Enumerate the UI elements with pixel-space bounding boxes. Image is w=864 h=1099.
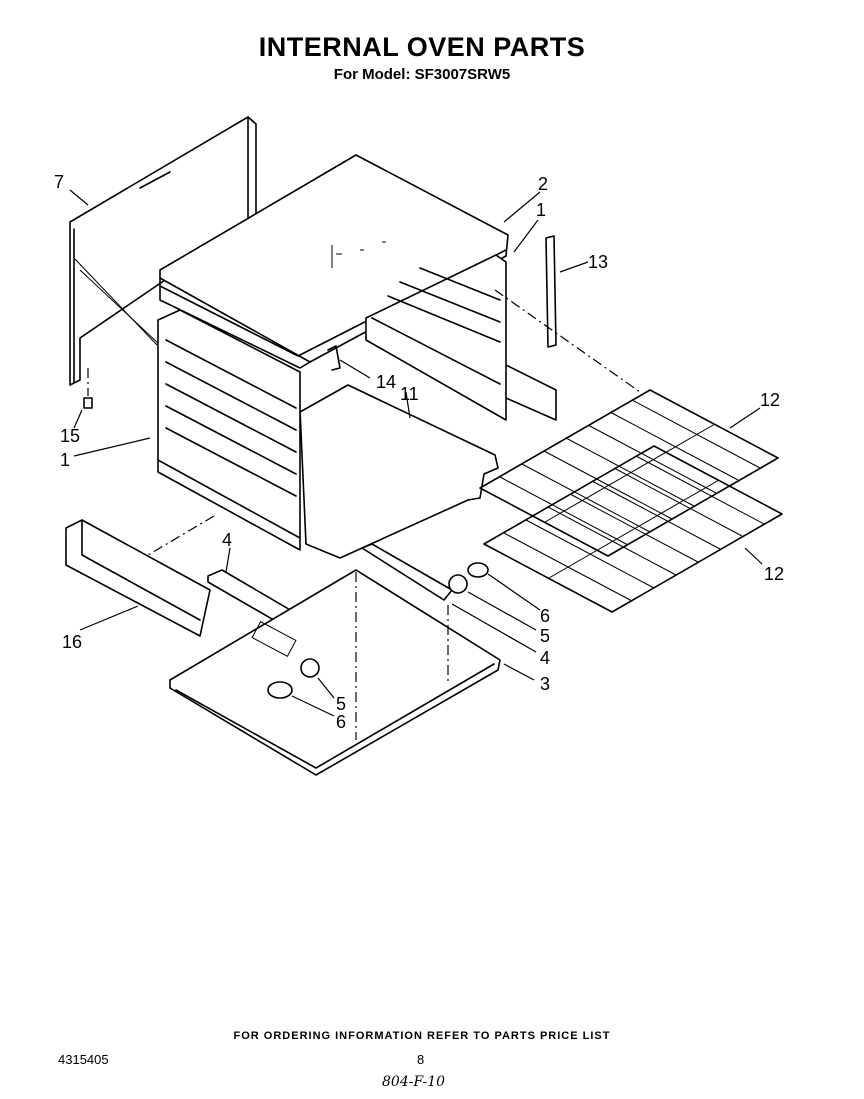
callout-label: 14 [376, 372, 396, 392]
callout-label: 6 [540, 606, 550, 626]
model-subtitle: For Model: SF3007SRW5 [333, 66, 511, 83]
page-title: INTERNAL OVEN PARTS [258, 32, 586, 62]
callout-label: 5 [540, 626, 550, 646]
part-roller-knob-upper [448, 562, 489, 594]
callout-label: 12 [760, 390, 780, 410]
part-side-wall-left [157, 309, 301, 551]
part-oven-base [169, 569, 501, 776]
part-roller-knob-lower [267, 658, 320, 699]
part-fastener [83, 397, 93, 409]
part-side-wall-right [365, 254, 557, 421]
callout-label: 11 [400, 384, 419, 404]
part-rear-bracket [545, 235, 557, 348]
part-oven-rack-upper [479, 389, 779, 557]
part-front-trim [65, 519, 211, 637]
part-oven-rack-lower [483, 445, 783, 613]
part-oven-bottom [299, 384, 499, 559]
part-clip [327, 345, 341, 371]
callout-label: 12 [764, 564, 784, 584]
part-oven-top [159, 154, 509, 369]
callout-label: 5 [336, 694, 346, 714]
ordering-info-note: FOR ORDERING INFORMATION REFER TO PARTS … [233, 1030, 611, 1042]
callout-label: 6 [336, 712, 346, 732]
callout-label: 4 [222, 530, 232, 550]
callout-label: 15 [60, 426, 80, 446]
callout-label: 16 [62, 632, 82, 652]
callout-label: 1 [60, 450, 70, 470]
callout-label: 4 [540, 648, 550, 668]
callout-label: 3 [540, 674, 550, 694]
handwritten-note: 804-F-10 [382, 1074, 446, 1090]
callout-label: 13 [588, 252, 608, 272]
document-number: 4315405 [58, 1052, 109, 1067]
callout-label: 1 [536, 200, 546, 220]
page-number: 8 [417, 1052, 425, 1067]
callout-label: 7 [54, 172, 64, 192]
callout-label: 2 [538, 174, 548, 194]
